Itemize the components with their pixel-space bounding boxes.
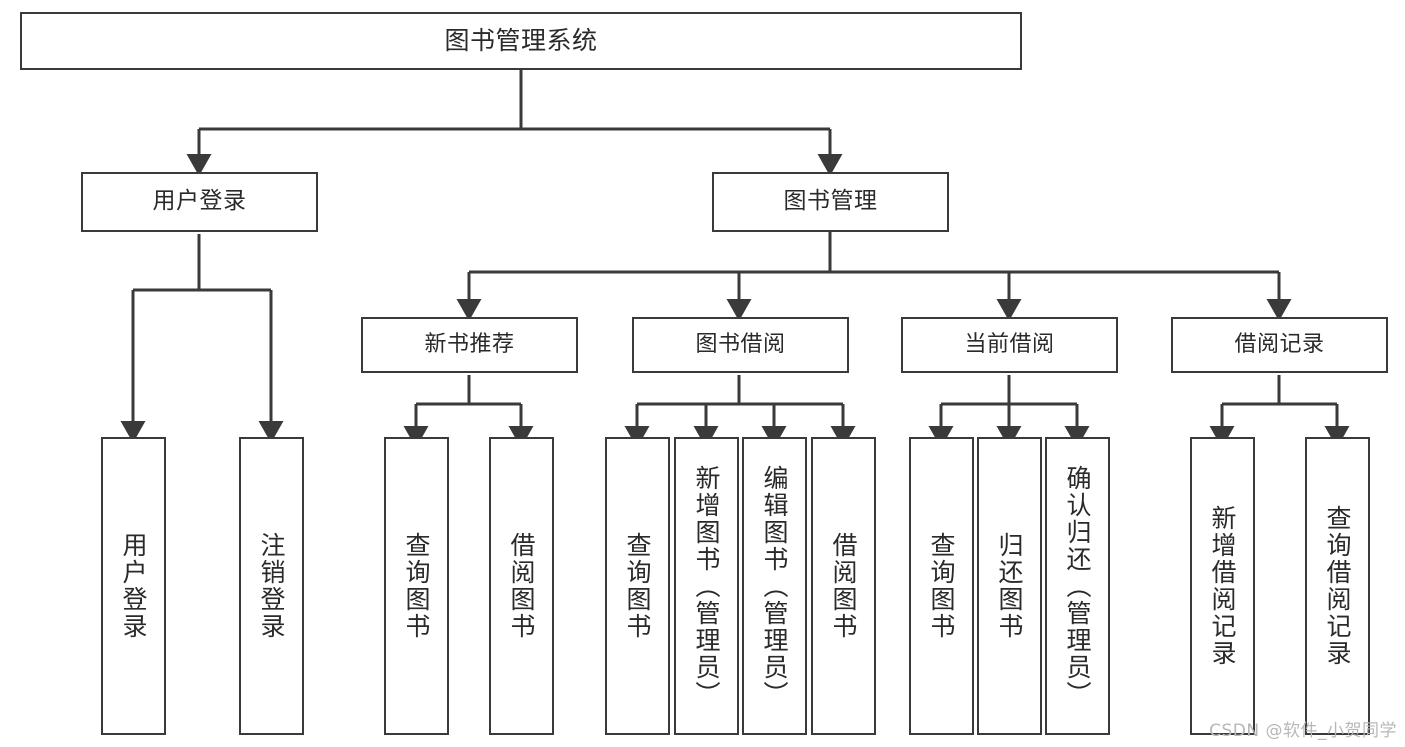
- leaf-add-borrow-record[interactable]: 新增借阅记录: [1190, 437, 1255, 735]
- leaf-borrow-book-recommend[interactable]: 借阅图书: [489, 437, 554, 735]
- node-root-system[interactable]: 图书管理系统: [20, 12, 1022, 70]
- node-label: 查询借阅记录: [1323, 505, 1352, 667]
- leaf-confirm-return-admin[interactable]: 确认归还（管理员）: [1045, 437, 1110, 735]
- node-new-book-recommend[interactable]: 新书推荐: [361, 317, 578, 373]
- node-label: 用户登录: [152, 188, 247, 215]
- leaf-edit-book-admin[interactable]: 编辑图书（管理员）: [742, 437, 807, 735]
- node-label: 借阅图书: [829, 532, 858, 640]
- node-user-login[interactable]: 用户登录: [81, 172, 318, 232]
- node-label: 新增图书（管理员）: [692, 464, 721, 708]
- leaf-borrow-book[interactable]: 借阅图书: [811, 437, 876, 735]
- leaf-query-book-current[interactable]: 查询图书: [909, 437, 974, 735]
- node-label: 图书管理系统: [444, 26, 598, 56]
- node-label: 用户登录: [119, 532, 148, 640]
- node-label: 图书管理: [783, 188, 878, 215]
- leaf-query-book-borrow[interactable]: 查询图书: [605, 437, 670, 735]
- watermark-text: CSDN @软件_小贺同学: [1209, 721, 1397, 741]
- node-label: 新书推荐: [424, 332, 515, 358]
- node-current-borrow[interactable]: 当前借阅: [901, 317, 1118, 373]
- node-label: 图书借阅: [695, 332, 786, 358]
- node-label: 查询图书: [623, 532, 652, 640]
- node-label: 确认归还（管理员）: [1063, 464, 1092, 708]
- node-book-management[interactable]: 图书管理: [712, 172, 949, 232]
- node-borrow-record[interactable]: 借阅记录: [1171, 317, 1388, 373]
- node-label: 借阅记录: [1234, 332, 1325, 358]
- leaf-logout-login[interactable]: 注销登录: [239, 437, 304, 735]
- leaf-user-login[interactable]: 用户登录: [101, 437, 166, 735]
- node-label: 查询图书: [927, 532, 956, 640]
- node-book-borrow[interactable]: 图书借阅: [632, 317, 849, 373]
- leaf-query-book-recommend[interactable]: 查询图书: [384, 437, 449, 735]
- leaf-query-borrow-record[interactable]: 查询借阅记录: [1305, 437, 1370, 735]
- leaf-return-book[interactable]: 归还图书: [977, 437, 1042, 735]
- leaf-add-book-admin[interactable]: 新增图书（管理员）: [674, 437, 739, 735]
- node-label: 注销登录: [257, 532, 286, 640]
- node-label: 借阅图书: [507, 532, 536, 640]
- node-label: 归还图书: [995, 532, 1024, 640]
- node-label: 编辑图书（管理员）: [760, 464, 789, 708]
- node-label: 查询图书: [402, 532, 431, 640]
- node-label: 当前借阅: [964, 332, 1055, 358]
- node-label: 新增借阅记录: [1208, 505, 1237, 667]
